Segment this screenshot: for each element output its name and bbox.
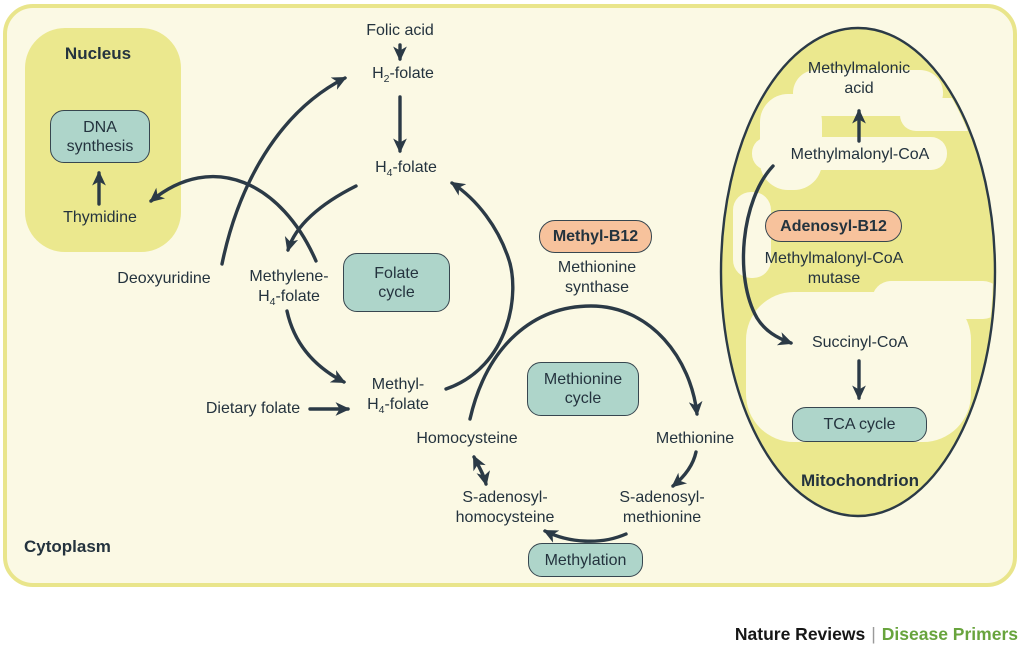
tca-cycle-box: TCA cycle: [792, 407, 927, 442]
methylene-h4-folate-label: Methylene- H4-folate: [249, 268, 329, 309]
arrow-methionine-to-sam: [671, 450, 698, 488]
thymidine-label: Thymidine: [63, 209, 137, 226]
arrow-methyl-to-h4-folate: [444, 181, 515, 391]
arrow-methylene-to-methyl: [285, 309, 346, 384]
arrow-homocysteine-to-methionine: [468, 304, 703, 421]
h2-folate-label: H2-folate: [372, 65, 434, 86]
arrow-h4-folate-to-methylene: [284, 184, 358, 253]
methylmalonyl-coa-label: Methylmalonyl-CoA: [790, 146, 930, 163]
methionine-label: Methionine: [655, 430, 735, 447]
arrow-sam-to-sah: [543, 529, 628, 543]
s-adenosyl-homocysteine-label: S-adenosyl-homocysteine: [455, 489, 555, 526]
succinyl-coa-label: Succinyl-CoA: [811, 334, 909, 351]
arrow-deoxyuridine-to-h2-folate: [220, 76, 347, 266]
mitochondrion-label: Mitochondrion: [800, 471, 920, 490]
methyl-b12-box: Methyl-B12: [539, 220, 652, 253]
folic-acid-label: Folic acid: [366, 22, 434, 39]
dietary-folate-label: Dietary folate: [205, 400, 301, 417]
arrow-homocysteine-sah-double: [472, 455, 490, 487]
arrow-methylene-to-thymidine: [149, 174, 318, 263]
journal-brand: Nature Reviews: [734, 624, 866, 644]
journal-separator: |: [871, 624, 876, 644]
deoxyuridine-label: Deoxyuridine: [117, 270, 211, 287]
s-adenosyl-methionine-label: S-adenosyl-methionine: [619, 489, 705, 526]
journal-name: Disease Primers: [881, 624, 1018, 644]
methyl-h4-folate-label: Methyl- H4-folate: [367, 376, 429, 417]
methylation-box: Methylation: [528, 543, 643, 577]
adenosyl-b12-box: Adenosyl-B12: [765, 210, 902, 242]
nucleus-label: Nucleus: [64, 44, 132, 63]
h4-folate-label: H4-folate: [375, 159, 437, 180]
arrow-mmcoa-to-succinyl-coa: [741, 164, 794, 346]
homocysteine-label: Homocysteine: [416, 430, 518, 447]
cytoplasm-label: Cytoplasm: [24, 537, 111, 556]
journal-credit: Nature Reviews|Disease Primers: [735, 624, 1018, 645]
